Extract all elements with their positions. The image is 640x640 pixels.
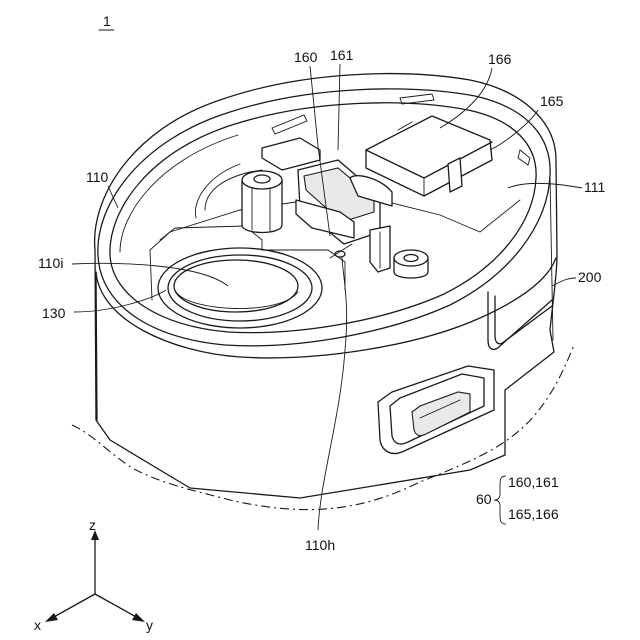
label-110i: 110i — [38, 255, 63, 271]
coordinate-axes: z x y — [34, 517, 153, 633]
housing-body — [95, 74, 557, 498]
axis-z-label: z — [89, 517, 96, 533]
figure-number: 1 — [99, 13, 114, 30]
label-160: 160 — [294, 49, 318, 65]
axis-y-arrow — [132, 613, 145, 622]
label-161: 161 — [330, 47, 354, 63]
label-110: 110 — [86, 169, 109, 185]
group-brace — [494, 476, 506, 524]
label-111: 111 — [584, 179, 605, 195]
housing-outline — [95, 74, 557, 498]
group-number: 60 — [476, 491, 492, 507]
axis-x-line — [52, 594, 95, 618]
group-line-2: 165,166 — [508, 506, 559, 522]
group-60: 60 160,161 165,166 — [476, 474, 559, 524]
small-post — [394, 250, 428, 278]
label-200: 200 — [578, 269, 602, 285]
post-top — [242, 171, 282, 189]
cell-top — [174, 260, 298, 312]
axis-x-arrow — [45, 613, 58, 622]
axis-y-label: y — [146, 617, 153, 633]
label-165: 165 — [540, 93, 564, 109]
label-110h: 110h — [305, 537, 335, 553]
cylinder-post — [242, 171, 282, 233]
axis-x-label: x — [34, 617, 41, 633]
figure-number-text: 1 — [103, 13, 111, 29]
group-line-1: 160,161 — [508, 474, 559, 490]
small-post-top — [394, 250, 428, 266]
axis-y-line — [95, 594, 138, 618]
board-clip — [448, 158, 462, 192]
label-130: 130 — [42, 305, 66, 321]
label-166: 166 — [488, 51, 512, 67]
